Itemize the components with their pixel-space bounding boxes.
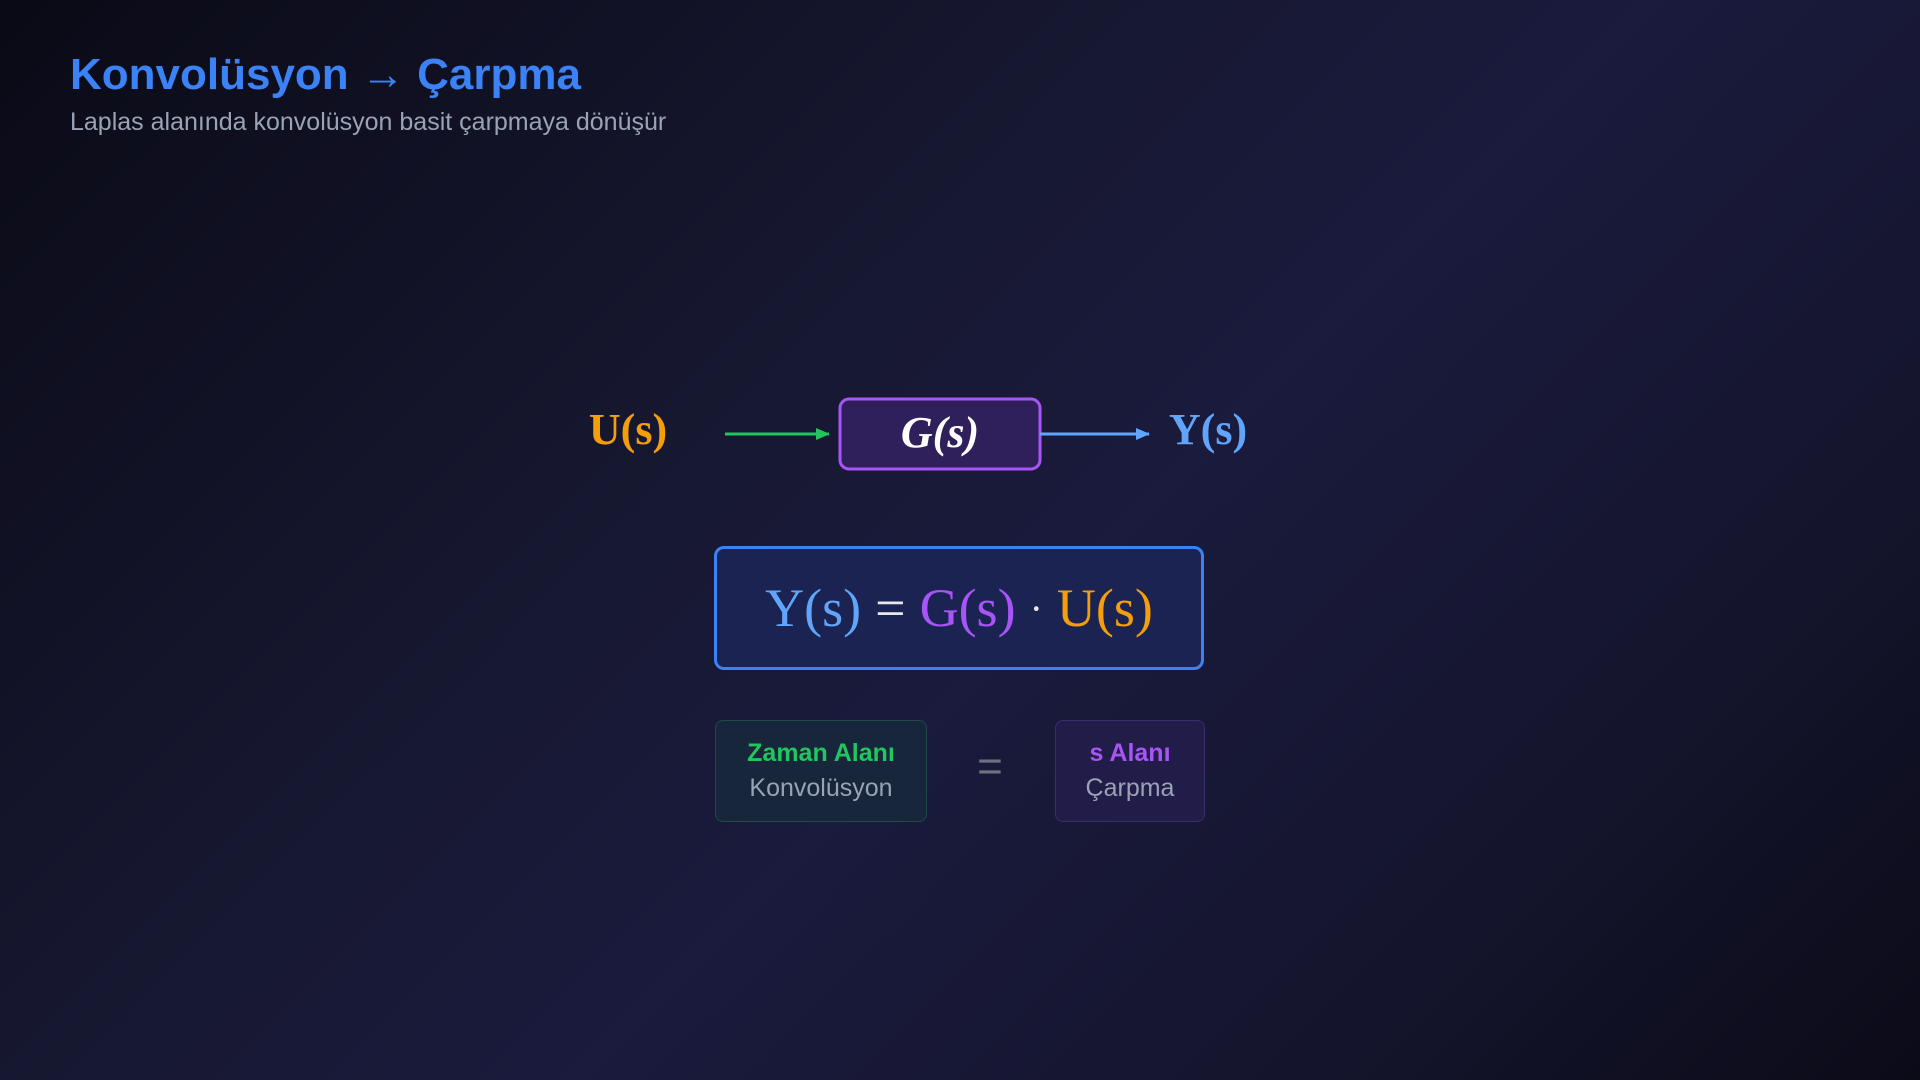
- time-domain-card: Zaman Alanı Konvolüsyon: [715, 720, 927, 822]
- formula-box: Y(s) = G(s) · U(s): [714, 546, 1204, 670]
- formula-equals: =: [875, 578, 906, 638]
- equivalence-sign: =: [977, 742, 1003, 791]
- time-domain-title: Zaman Alanı: [747, 739, 895, 767]
- formula-multiply-operator: ·: [1029, 585, 1043, 631]
- page-title: Konvolüsyon → Çarpma: [70, 50, 581, 99]
- formula-output: Y(s): [765, 578, 862, 638]
- header: Konvolüsyon → Çarpma Laplas alanında kon…: [70, 46, 666, 137]
- formula-transfer-function: G(s): [919, 578, 1016, 638]
- transfer-function-label: G(s): [901, 408, 979, 457]
- time-domain-operation: Konvolüsyon: [749, 774, 893, 802]
- page-subtitle: Laplas alanında konvolüsyon basit çarpma…: [70, 108, 667, 136]
- output-signal-label: Y(s): [1169, 405, 1247, 454]
- s-domain-operation: Çarpma: [1085, 774, 1175, 802]
- s-domain-card: s Alanı Çarpma: [1055, 720, 1205, 822]
- input-signal-label: U(s): [589, 405, 667, 454]
- formula-input: U(s): [1056, 578, 1153, 638]
- s-domain-title: s Alanı: [1089, 739, 1171, 767]
